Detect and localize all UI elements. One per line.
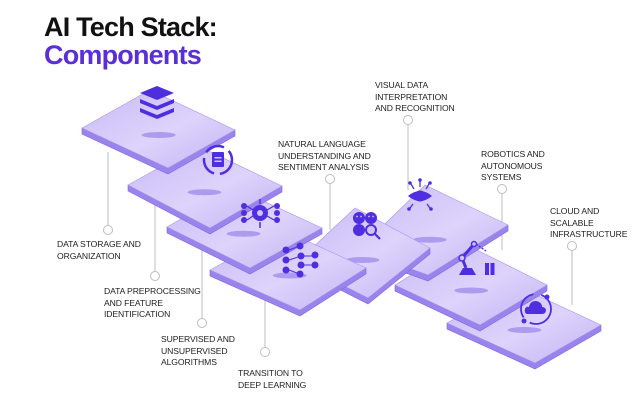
connector-data-preprocessing <box>150 196 160 281</box>
label-algorithms: Supervised and unsupervised algorithms <box>161 334 235 368</box>
label-data-preprocessing: Data preprocessing and feature identific… <box>104 286 201 320</box>
connector-nlp <box>325 174 335 230</box>
title-line-1: AI Tech Stack: <box>44 12 218 42</box>
document-refresh-icon <box>202 144 234 176</box>
icon-shadow <box>226 230 261 237</box>
connector-data-storage <box>103 152 113 235</box>
connectors <box>103 115 577 357</box>
label-data-storage: Data storage and organization <box>57 239 141 261</box>
gear-network-icon <box>241 199 280 228</box>
diagram-title: AI Tech Stack: Components <box>44 12 218 70</box>
cloud-sync-icon <box>520 293 552 325</box>
plate-top <box>81 89 236 169</box>
connector-cloud <box>567 241 577 305</box>
icons <box>140 86 552 325</box>
sentiment-search-icon <box>353 212 381 240</box>
robot-arm-icon <box>458 240 495 275</box>
icon-shadow <box>412 236 447 243</box>
plates <box>81 89 602 370</box>
title-line-2: Components <box>44 40 202 70</box>
label-vision: Visual data interpretation and recogniti… <box>375 80 455 114</box>
neural-network-icon <box>282 242 319 278</box>
label-robotics: Robotics and autonomous systems <box>481 149 545 183</box>
label-cloud: Cloud and scalable infrastructure <box>550 206 628 240</box>
icon-shadow <box>454 287 489 294</box>
plate-data-storage <box>81 89 236 175</box>
label-nlp: Natural language understanding and senti… <box>278 139 371 173</box>
icon-shadow <box>187 189 222 196</box>
stacked-layers-icon <box>140 86 174 119</box>
connector-vision <box>403 115 413 190</box>
connector-algorithms <box>197 250 207 328</box>
icon-shadow <box>345 257 380 263</box>
eye-network-icon <box>407 178 433 211</box>
connector-robotics <box>497 184 507 250</box>
label-deep-learning: Transition to deep learning <box>238 368 307 390</box>
icon-shadow <box>141 132 176 138</box>
connector-deep-learning <box>260 300 270 357</box>
icon-shadow <box>507 327 542 333</box>
